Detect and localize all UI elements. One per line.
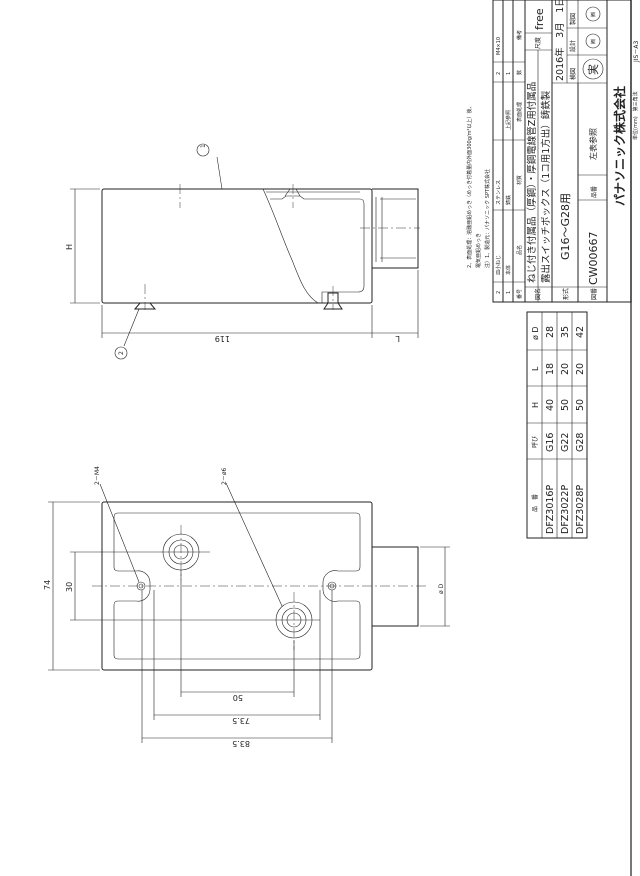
- header-no: 番号: [516, 289, 523, 299]
- design-stamp: [585, 33, 601, 49]
- callout-d6: 2－ø6: [221, 468, 228, 485]
- row1-d: 28: [545, 326, 556, 338]
- unit-projection: 単位(mm) 第三角法: [632, 91, 639, 140]
- paper-size: JIS－A3: [633, 41, 640, 63]
- check-stamp-text: 実: [586, 64, 600, 75]
- dim-30: 30: [65, 582, 74, 592]
- table-header-part-no: 品 番: [532, 494, 539, 512]
- model-value: G16～G28用: [559, 193, 572, 260]
- row2-d: 35: [560, 326, 571, 338]
- part-2-no: 2: [496, 291, 502, 294]
- note-2-continuation: 電気亜鉛めっき: [475, 233, 482, 268]
- dim-83-5: 83.5: [232, 739, 250, 748]
- date: 2016年 3月 1日: [554, 0, 566, 81]
- note-1: 注）1、製造元：パナソニック SPT株式会社: [484, 169, 491, 268]
- draft-stamp: [585, 6, 601, 22]
- part-1-qty: 1: [506, 72, 512, 75]
- title-block: 2 皿小ねじ ステンレス 2 M4×10 1 本体 鋳鉄 上記参照 1 番号 品…: [492, 0, 632, 303]
- row1-size: G16: [545, 433, 556, 452]
- drawing-name-line1: ねじ付き付属品（厚鋼）・厚鋼電線管Z用付属品: [526, 82, 538, 283]
- balloon-2: [114, 346, 128, 360]
- dim-l: L: [395, 334, 400, 343]
- row1-part-no: DFZ3016P: [545, 485, 556, 534]
- company-name: パナソニック株式会社: [612, 86, 627, 206]
- part-2-qty: 2: [496, 72, 502, 75]
- dim-73-5: 73.5: [232, 716, 250, 725]
- row2-size: G22: [560, 433, 571, 452]
- design-stamp-text: ㈱: [590, 39, 597, 44]
- draft-stamp-text: ㈱: [590, 12, 597, 17]
- part-1-finish: 上記参照: [505, 110, 512, 130]
- row3-h: 50: [575, 399, 586, 411]
- row1-h: 40: [545, 399, 556, 411]
- drawing-name-line2: 露出スイッチボックス（1コ用1方出）鋳鉄製: [540, 90, 552, 283]
- draft-label: 製図: [569, 13, 577, 25]
- dimension-table: 品 番 呼び H L ø D DFZ3016P G16 40 18 28 DFZ…: [526, 311, 588, 539]
- screw-left: [133, 302, 157, 310]
- header-name: 品名: [516, 245, 523, 255]
- balloon-1-text: 1: [200, 144, 207, 148]
- callout-m4: 2－M4: [94, 466, 101, 485]
- header-material: 材質: [516, 175, 523, 185]
- header-remarks: 備考: [516, 30, 523, 40]
- table-header-h: H: [531, 402, 540, 408]
- part-no-label: 品番: [591, 186, 598, 198]
- drawing-no-label: 図番: [591, 288, 598, 300]
- row1-l: 18: [545, 363, 556, 375]
- part-no-value: 左表参照: [588, 128, 598, 160]
- part-1-material: 鋳鉄: [505, 195, 512, 205]
- table-header-size: 呼び: [531, 436, 539, 448]
- row2-h: 50: [560, 399, 571, 411]
- table-header-l: L: [531, 366, 540, 371]
- side-view: H 119 L 1 2: [65, 143, 420, 360]
- dim-119: 119: [215, 334, 230, 343]
- part-1-no: 1: [506, 291, 512, 294]
- dim-50: 50: [233, 693, 243, 702]
- note-2: 2、表面処理：溶融亜鉛めっき（めっき付着量内外面300g/m²以上）後、: [466, 104, 473, 268]
- notes: 2、表面処理：溶融亜鉛めっき（めっき付着量内外面300g/m²以上）後、 電気亜…: [466, 104, 491, 268]
- check-label: 検図: [569, 68, 577, 80]
- bottom-view: 74 30 50 73.5 83.5 ø D 2－M4 2－ø6: [43, 466, 450, 748]
- row2-l: 20: [560, 363, 571, 375]
- row3-l: 20: [575, 363, 586, 375]
- dim-74: 74: [43, 580, 52, 590]
- row3-d: 42: [575, 326, 586, 338]
- check-stamp: [582, 58, 604, 80]
- part-2-material: ステンレス: [496, 180, 502, 205]
- design-label: 設計: [569, 40, 577, 52]
- balloon-1: [196, 143, 210, 157]
- row2-part-no: DFZ3022P: [560, 485, 571, 534]
- row3-size: G28: [575, 433, 586, 452]
- part-1-name: 本体: [505, 265, 512, 275]
- scale-value: free: [533, 8, 546, 30]
- dim-h: H: [65, 244, 74, 250]
- header-qty: 数: [516, 70, 523, 75]
- balloon-2-text: 2: [118, 351, 125, 355]
- table-header-d: ø D: [531, 326, 540, 340]
- drawing-no-value: CW00667: [587, 231, 600, 285]
- part-2-name: 皿小ねじ: [495, 255, 502, 275]
- part-2-remarks: M4×10: [496, 37, 502, 55]
- drawing-name-label: 図名: [534, 288, 542, 300]
- dim-d: ø D: [438, 583, 445, 594]
- header-finish: 表面処理: [516, 102, 523, 122]
- row3-part-no: DFZ3028P: [575, 485, 586, 534]
- model-label: 形式: [562, 288, 570, 300]
- scale-label: 尺度: [534, 37, 542, 49]
